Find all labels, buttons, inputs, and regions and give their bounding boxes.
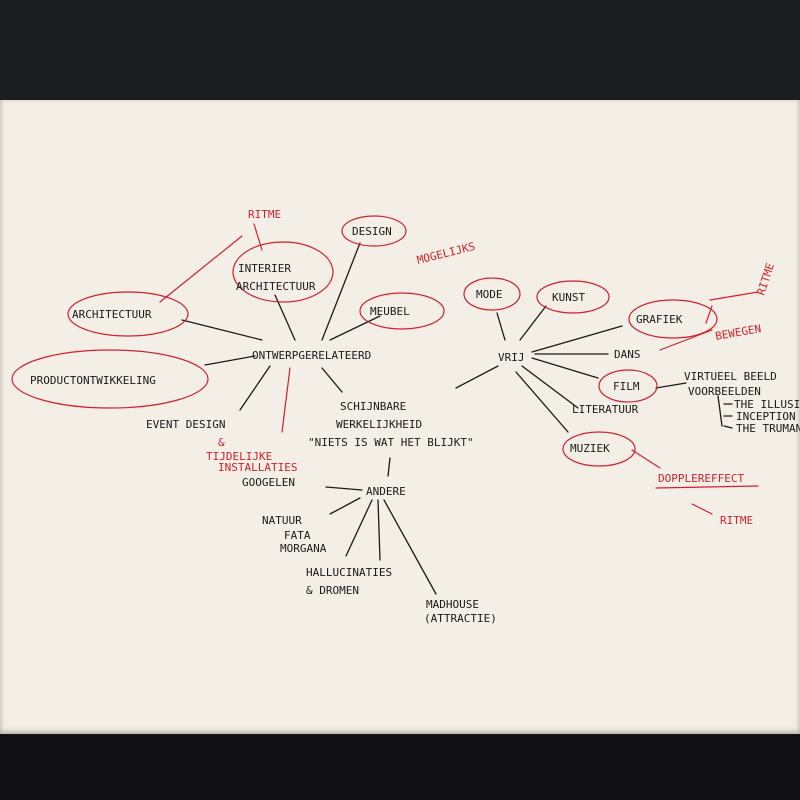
kunst-node: KUNST [552, 291, 585, 304]
ritme-red-left: RITME [248, 208, 281, 221]
desk-background-top [0, 0, 800, 100]
vrij-cluster: VRIJ MODE KUNST GRAFIEK RITME BEWEGEN DA… [476, 261, 800, 527]
paper-sheet [0, 100, 800, 734]
center-topic: SCHIJNBARE WERKELIJKHEID "NIETS IS WAT H… [308, 400, 474, 449]
red-ovals [11, 215, 718, 467]
ampersand-red: & [218, 436, 225, 449]
literatuur-node: LITERATUUR [572, 403, 639, 416]
center-line-2: WERKELIJKHEID [336, 418, 422, 431]
architectuur-node: ARCHITECTUUR [72, 308, 152, 321]
bewegen-note: BEWEGEN [714, 322, 762, 343]
black-connectors [181, 242, 733, 595]
madhouse-line-1: MADHOUSE [426, 598, 479, 611]
ritme-red-right: RITME [754, 261, 777, 297]
virtueel-beeld-node: VIRTUEEL BEELD [684, 370, 777, 383]
mogelijks-note: MOGELIJKS [416, 240, 477, 267]
googelen-node: GOOGELEN [242, 476, 295, 489]
vrij-hub: VRIJ [498, 351, 525, 364]
meubel-node: MEUBEL [370, 305, 410, 318]
example-inception: INCEPTION [736, 410, 796, 423]
ontwerp-hub: ONTWERPGERELATEERD [252, 349, 371, 362]
dans-node: DANS [614, 348, 641, 361]
madhouse-line-2: (ATTRACTIE) [424, 612, 497, 625]
product-node: PRODUCTONTWIKKELING [30, 374, 156, 387]
hallucinaties-line-2: & DROMEN [306, 584, 359, 597]
muziek-node: MUZIEK [570, 442, 610, 455]
center-line-3: "NIETS IS WAT HET BLIJKT" [308, 436, 474, 449]
hallucinaties-line-1: HALLUCINATIES [306, 566, 392, 579]
desk-background-bottom [0, 734, 800, 800]
ritme-red-bottom: RITME [720, 514, 753, 527]
film-node: FILM [613, 380, 640, 393]
interieur-line-2: ARCHITECTUUR [236, 280, 316, 293]
interieur-line-1: INTERIER [238, 262, 291, 275]
morgana-line: MORGANA [280, 542, 327, 555]
grafiek-node: GRAFIEK [636, 313, 683, 326]
example-truman: THE TRUMAN [736, 422, 800, 435]
andere-cluster: ANDERE GOOGELEN NATUUR FATA MORGANA HALL… [242, 476, 497, 625]
voorbeelden-node: VOORBEELDEN [688, 385, 761, 398]
mode-node: MODE [476, 288, 503, 301]
center-line-1: SCHIJNBARE [340, 400, 406, 413]
natuur-node: NATUUR [262, 514, 302, 527]
design-node: DESIGN [352, 225, 392, 238]
andere-hub: ANDERE [366, 485, 406, 498]
example-illusion: THE ILLUSIO [734, 398, 800, 411]
dopplereffect-note: DOPPLEREFFECT [658, 472, 744, 485]
fata-line: FATA [284, 529, 311, 542]
installaties-note: INSTALLATIES [218, 461, 297, 474]
tijdelijke-note: TIJDELIJKE [206, 450, 272, 463]
event-design-node: EVENT DESIGN [146, 418, 225, 431]
